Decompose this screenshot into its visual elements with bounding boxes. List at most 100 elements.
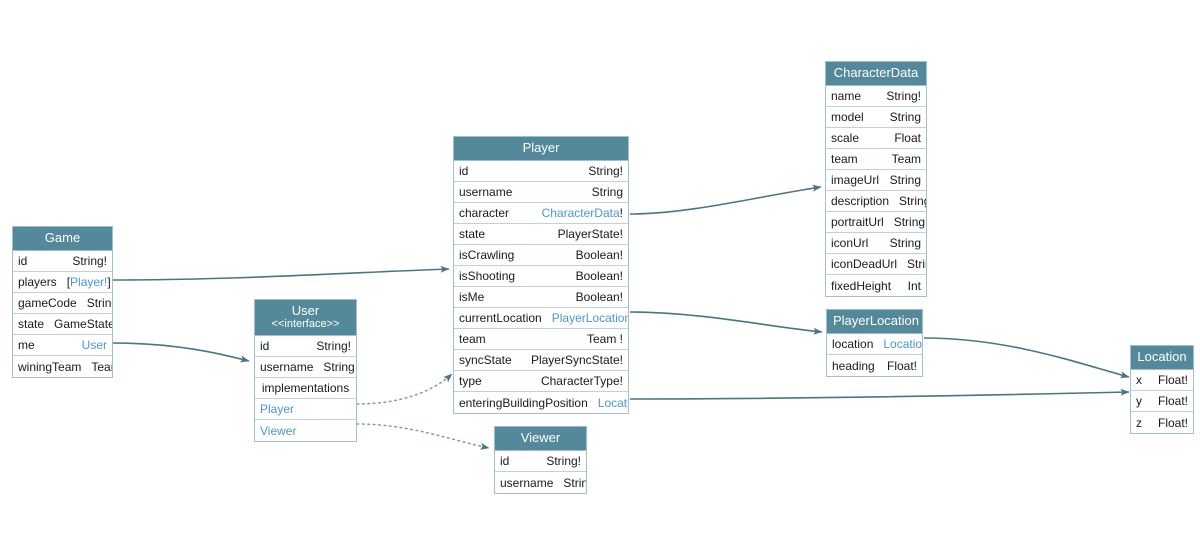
field-type-link[interactable]: Player! xyxy=(70,275,108,289)
field-type: PlayerSyncState! xyxy=(530,353,623,367)
entity-playerlocation[interactable]: PlayerLocation location Location! headin… xyxy=(826,309,923,377)
table-row[interactable]: enteringBuildingPosition Location xyxy=(454,392,628,413)
entity-user[interactable]: User <<interface>> id String! username S… xyxy=(254,299,357,442)
entity-playerlocation-title: PlayerLocation xyxy=(827,310,922,334)
table-row[interactable]: state PlayerState! xyxy=(454,224,628,245)
table-row[interactable]: id String! xyxy=(454,161,628,182)
field-type: String xyxy=(889,110,921,124)
table-row[interactable]: state GameState! xyxy=(13,314,112,335)
table-row[interactable]: heading Float! xyxy=(827,355,922,376)
field-type: String xyxy=(889,173,921,187)
field-type: Float xyxy=(894,131,921,145)
table-row[interactable]: isShooting Boolean! xyxy=(454,266,628,287)
table-row[interactable]: isMe Boolean! xyxy=(454,287,628,308)
field-type-link[interactable]: Location xyxy=(597,395,628,410)
entity-characterdata-title: CharacterData xyxy=(826,62,926,86)
field-type: Boolean! xyxy=(575,269,623,283)
table-row[interactable]: imageUrl String xyxy=(826,170,926,191)
table-row[interactable]: team Team xyxy=(826,149,926,170)
entity-user-stereotype: <<interface>> xyxy=(271,318,340,330)
table-row[interactable]: portraitUrl String xyxy=(826,212,926,233)
field-type: String! xyxy=(72,254,107,268)
field-type: String xyxy=(893,215,926,229)
entity-viewer[interactable]: Viewer id String! username String xyxy=(494,426,587,494)
implementation-player[interactable]: Player xyxy=(260,402,295,416)
table-row[interactable]: id String! xyxy=(255,336,356,357)
table-row[interactable]: character CharacterData! xyxy=(454,203,628,224)
table-row[interactable]: winingTeam Team xyxy=(13,356,112,377)
non-null-marker: ! xyxy=(619,206,623,220)
field-name: character xyxy=(459,206,510,220)
field-name: model xyxy=(831,110,864,124)
entity-user-title: User <<interface>> xyxy=(255,300,356,336)
entity-viewer-title: Viewer xyxy=(495,427,586,451)
list-item[interactable]: Viewer xyxy=(255,420,356,441)
field-type: String xyxy=(591,185,623,199)
table-row[interactable]: iconDeadUrl String xyxy=(826,254,926,275)
table-row[interactable]: model String xyxy=(826,107,926,128)
entity-player[interactable]: Player id String! username String charac… xyxy=(453,136,629,414)
table-row[interactable]: username String xyxy=(495,472,586,493)
table-row[interactable]: iconUrl String xyxy=(826,233,926,254)
field-type: PlayerState! xyxy=(557,227,623,241)
field-type: Location! xyxy=(883,337,922,351)
field-type: GameState! xyxy=(54,317,112,331)
table-row[interactable]: type CharacterType! xyxy=(454,371,628,392)
field-type: String xyxy=(323,360,355,374)
field-name: imageUrl xyxy=(831,173,880,187)
implementation-viewer[interactable]: Viewer xyxy=(260,423,297,438)
field-name: id xyxy=(260,339,270,353)
table-row[interactable]: location Location! xyxy=(827,334,922,355)
entity-characterdata[interactable]: CharacterData name String! model String … xyxy=(825,61,927,297)
table-row[interactable]: username String xyxy=(454,182,628,203)
field-name: fixedHeight xyxy=(831,278,892,293)
field-name: iconDeadUrl xyxy=(831,257,898,271)
table-row[interactable]: scale Float xyxy=(826,128,926,149)
table-row[interactable]: currentLocation PlayerLocation! xyxy=(454,308,628,329)
field-type: Float! xyxy=(1157,415,1188,430)
connector-player-currentlocation-to-playerlocation xyxy=(629,311,823,335)
table-row[interactable]: gameCode String! xyxy=(13,293,112,314)
field-type-link[interactable]: CharacterData xyxy=(541,206,620,220)
field-type: Team xyxy=(891,152,921,166)
field-type: Team xyxy=(91,359,112,374)
field-name: y xyxy=(1136,394,1142,408)
table-row[interactable]: team Team ! xyxy=(454,329,628,350)
table-row[interactable]: username String xyxy=(255,357,356,378)
entity-location-title: Location xyxy=(1131,346,1193,370)
field-name: iconUrl xyxy=(831,236,869,250)
connector-player-character-to-characterdata xyxy=(629,184,822,215)
table-row[interactable]: fixedHeight Int xyxy=(826,275,926,296)
field-name: enteringBuildingPosition xyxy=(459,395,588,410)
table-row[interactable]: isCrawling Boolean! xyxy=(454,245,628,266)
field-name: winingTeam xyxy=(18,359,82,374)
table-row[interactable]: id String! xyxy=(495,451,586,472)
field-type: Boolean! xyxy=(575,248,623,262)
field-name: isShooting xyxy=(459,269,516,283)
table-row[interactable]: syncState PlayerSyncState! xyxy=(454,350,628,371)
field-type: PlayerLocation! xyxy=(552,311,628,325)
field-name: id xyxy=(500,454,510,468)
implementations-header: implementations xyxy=(255,378,356,399)
table-row[interactable]: z Float! xyxy=(1131,412,1193,433)
table-row[interactable]: y Float! xyxy=(1131,391,1193,412)
table-row[interactable]: name String! xyxy=(826,86,926,107)
field-type: Float! xyxy=(1157,394,1188,408)
field-type: [Player!] xyxy=(66,275,111,289)
table-row[interactable]: me User xyxy=(13,335,112,356)
table-row[interactable]: id String! xyxy=(13,251,112,272)
entity-game[interactable]: Game id String! players [Player!] gameCo… xyxy=(12,226,113,378)
field-type-link[interactable]: Location xyxy=(883,337,922,351)
field-type-link[interactable]: PlayerLocation xyxy=(551,311,628,325)
field-type: String! xyxy=(316,339,351,353)
table-row[interactable]: players [Player!] xyxy=(13,272,112,293)
field-type-link[interactable]: User xyxy=(81,338,107,352)
field-name: name xyxy=(831,89,862,103)
connector-game-me-to-user xyxy=(112,342,250,363)
entity-location[interactable]: Location x Float! y Float! z Float! xyxy=(1130,345,1194,434)
field-name: state xyxy=(18,317,45,331)
list-item[interactable]: Player xyxy=(255,399,356,420)
table-row[interactable]: x Float! xyxy=(1131,370,1193,391)
table-row[interactable]: description String xyxy=(826,191,926,212)
